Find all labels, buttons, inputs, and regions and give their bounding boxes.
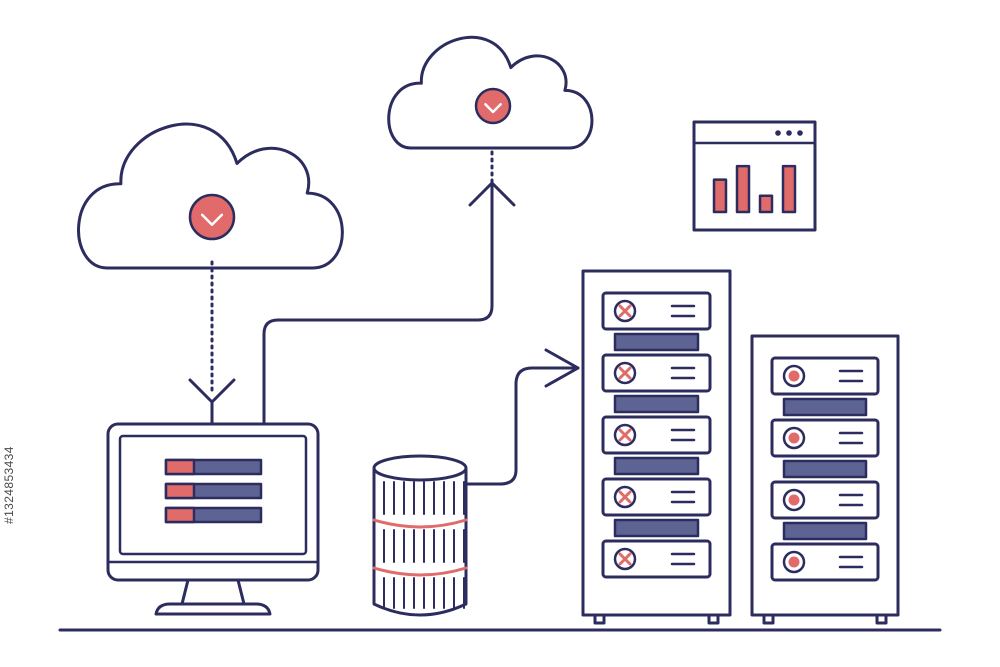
x-mark-icon <box>613 361 637 385</box>
rack-foot <box>707 613 720 625</box>
x-mark <box>618 366 632 380</box>
status-dot <box>788 556 800 568</box>
database-band <box>372 518 468 529</box>
database-top <box>372 454 468 482</box>
chart-window-frame <box>692 120 817 232</box>
arrowhead-up <box>468 181 516 207</box>
server-connector-plate <box>782 459 868 479</box>
rack-foot <box>593 613 606 625</box>
database-body <box>372 468 468 617</box>
server-connector-plate <box>613 332 700 352</box>
check-circle-fill <box>188 193 236 241</box>
server-connector-plate <box>613 518 700 538</box>
check-mark <box>200 213 224 226</box>
x-mark-icon <box>613 299 637 323</box>
monitor-to-cloud-line <box>262 184 494 424</box>
status-dot <box>788 432 800 444</box>
database-cylinder-icon <box>372 454 468 617</box>
server-unit <box>770 521 880 582</box>
dot-status-icon <box>782 488 806 512</box>
screen-list-bar <box>164 506 263 524</box>
server-unit <box>770 356 880 396</box>
dot-status-icon <box>782 550 806 574</box>
server-connector-plate <box>782 397 868 417</box>
x-mark-icon <box>613 423 637 447</box>
check-mark <box>484 103 502 114</box>
check-circle-fill <box>474 87 512 125</box>
server-unit <box>601 291 712 331</box>
server-connector-plate <box>613 394 700 414</box>
x-mark-icon <box>613 485 637 509</box>
x-mark <box>618 304 632 318</box>
server-unit <box>601 518 712 579</box>
screen-list-bar <box>164 458 263 476</box>
window-dot-icon <box>797 130 803 136</box>
chart-bar <box>735 164 751 214</box>
server-unit <box>770 397 880 458</box>
desktop-monitor-icon <box>106 422 320 616</box>
monitor-base <box>154 602 272 616</box>
server-unit <box>601 332 712 393</box>
stock-id-label: #1324853434 <box>2 446 16 524</box>
window-dot-icon <box>786 130 792 136</box>
server-connector-plate <box>613 456 700 476</box>
screen-list-bar <box>164 482 263 500</box>
database-band <box>372 566 468 577</box>
bar-chart-window-icon <box>692 120 817 232</box>
cloud-check-icon <box>387 35 594 150</box>
check-circle-icon <box>188 193 236 241</box>
server-unit <box>601 394 712 455</box>
database-to-server-line <box>464 366 580 486</box>
list-bar-accent <box>164 458 196 476</box>
x-mark <box>618 428 632 442</box>
dot-status-icon <box>782 364 806 388</box>
x-mark-icon <box>613 547 637 571</box>
check-circle-icon <box>474 87 512 125</box>
rack-foot <box>875 613 888 625</box>
chart-bar <box>758 194 774 214</box>
server-rack-icon <box>750 334 900 625</box>
monitor-neck <box>180 578 246 606</box>
server-rack-icon <box>581 269 732 625</box>
chart-bar <box>712 178 728 214</box>
rack-foot <box>762 613 775 625</box>
server-unit <box>601 456 712 517</box>
chart-bar <box>781 164 797 214</box>
x-mark <box>618 490 632 504</box>
x-mark <box>618 552 632 566</box>
server-connector-plate <box>782 521 868 541</box>
cloud-check-icon <box>77 122 344 270</box>
list-bar-accent <box>164 506 196 524</box>
window-dot-icon <box>775 130 781 136</box>
arrowhead-right <box>544 348 580 388</box>
status-dot <box>788 494 800 506</box>
server-unit <box>770 459 880 520</box>
dot-status-icon <box>782 426 806 450</box>
status-dot <box>788 370 800 382</box>
list-bar-accent <box>164 482 196 500</box>
